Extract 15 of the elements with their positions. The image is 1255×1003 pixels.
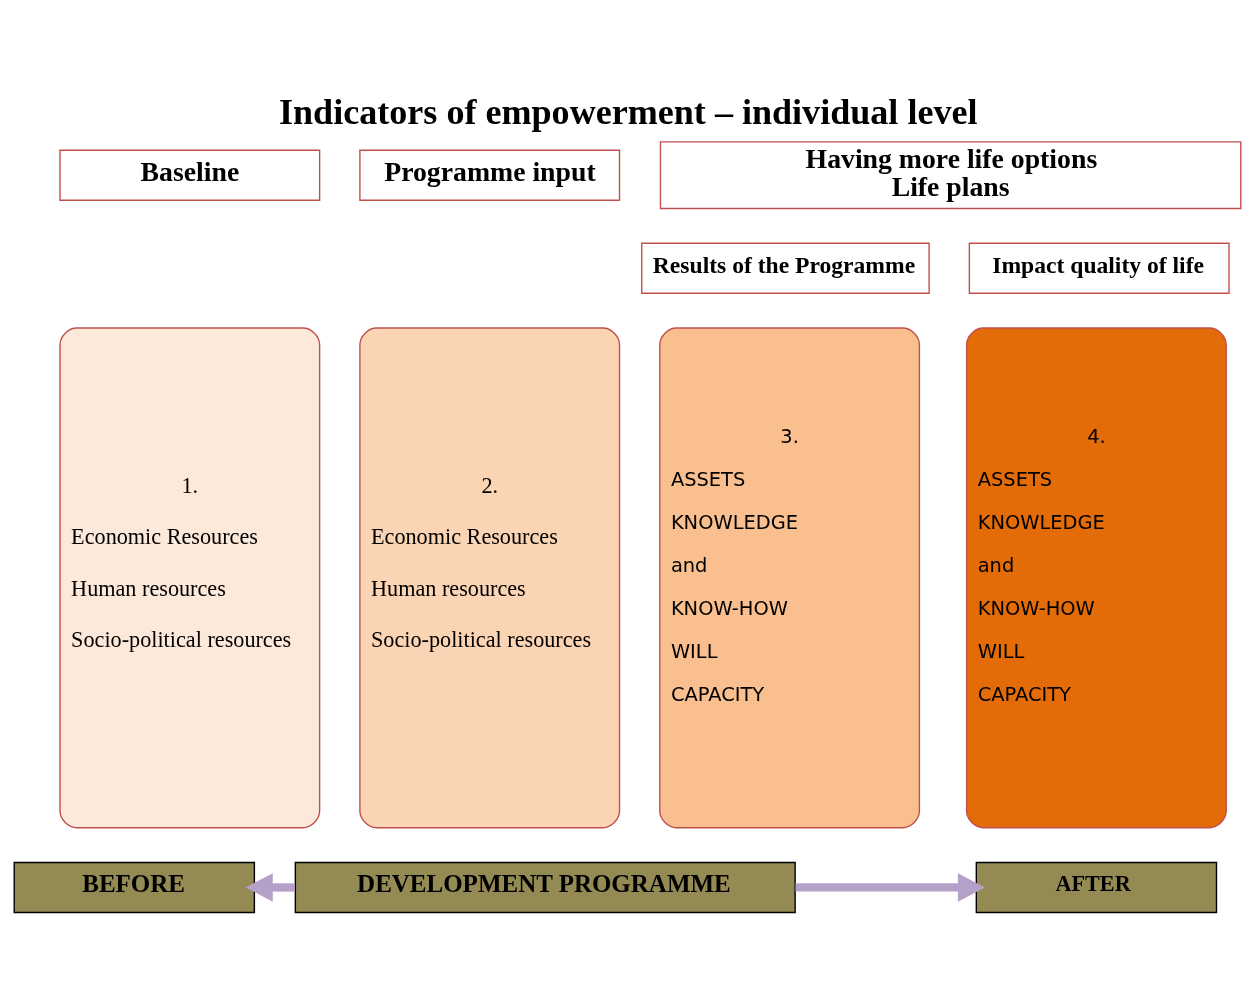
node-box: 3. ASSETS KNOWLEDGE and KNOW-HOW WILL CAPACITY (659, 327, 921, 829)
node-box: DEVELOPMENT PROGRAMME (294, 861, 796, 914)
node-box: Impact quality of life (968, 242, 1230, 294)
node-box: Programme input (359, 149, 621, 201)
node-box: BEFORE (13, 861, 256, 914)
node-box: Baseline (59, 149, 321, 201)
node-box: 4. ASSETS KNOWLEDGE and KNOW-HOW WILL CAPACITY (965, 327, 1227, 829)
node-box: AFTER (975, 861, 1218, 914)
arrow (795, 873, 985, 902)
diagram-title: Indicators of empowerment – individual level (279, 91, 978, 132)
node-box: 2. Economic Resources Human resources Socio-political resources (359, 327, 621, 829)
node-box: 1. Economic Resources Human resources Socio-political resources (59, 327, 321, 829)
node-box: Having more life options Life plans (659, 141, 1242, 210)
arrow (245, 873, 295, 902)
node-box: Results of the Programme (641, 242, 930, 294)
